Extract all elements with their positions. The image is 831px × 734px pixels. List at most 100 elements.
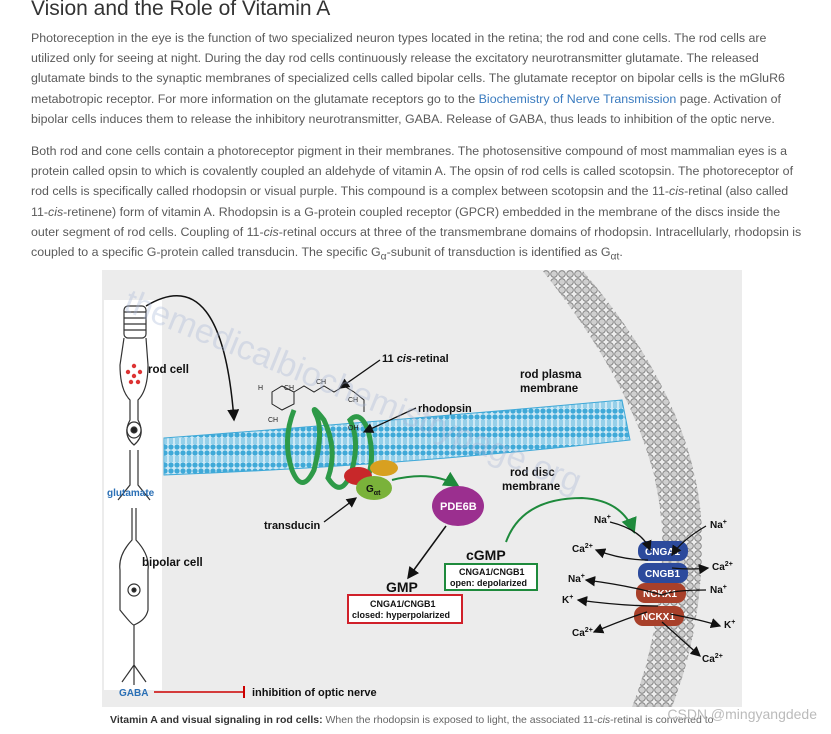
g-alpha-to-pde-arrow: [391, 471, 460, 488]
paragraph-2-text: -retinene) form of vitamin A. Rhodopsin …: [31, 204, 781, 239]
gmp-box-line1: CNGA1/CNGB1: [370, 599, 436, 609]
cis-retinal-label: 11 cis-retinal: [382, 353, 449, 365]
ion-text: Ca: [572, 544, 585, 555]
ion-na-right: Na+: [710, 519, 727, 531]
retinal-structure: [271, 385, 365, 412]
inhibition-label: inhibition of optic nerve: [252, 687, 377, 699]
gaba-label: GABA: [119, 688, 148, 699]
ion-text: K: [724, 620, 732, 631]
nckx1-channel-b: [634, 606, 684, 626]
ion-ca-left2: Ca2+: [572, 627, 593, 639]
pde6b-label: PDE6B: [440, 501, 477, 513]
paragraph-2-text: .: [619, 245, 623, 260]
ion-charge: +: [723, 519, 727, 526]
ion-ca-right2: Ca2+: [702, 653, 723, 665]
ion-charge: +: [731, 619, 735, 626]
page-title: Vision and the Role of Vitamin A: [31, 0, 331, 20]
ch3-label: CH: [268, 417, 278, 424]
figure-diagram: rod cell glutamate bipolar cell GABA inh…: [104, 270, 735, 707]
transducin-gamma: [370, 460, 398, 476]
ion-charge: +: [569, 594, 573, 601]
cngb1-label: CNGB1: [645, 569, 680, 580]
paragraph-2-text: -retinal occurs at three of the transmem…: [31, 224, 802, 260]
g-alpha-label: Gαt: [366, 484, 381, 497]
cgmp-box-line1: CNGA1/CNGB1: [459, 567, 525, 577]
ch3-label: CH: [348, 397, 358, 404]
pde-to-gmp-arrow: [407, 525, 447, 580]
ion-text: Na: [710, 520, 723, 531]
ion-text: Ca: [712, 562, 725, 573]
subscript-alpha: α: [380, 251, 387, 263]
gmp-box-line2: closed: hyperpolarized: [352, 610, 450, 620]
paragraph-1: Photoreception in the eye is the functio…: [31, 28, 807, 129]
ion-na-left2: Na+: [568, 573, 585, 585]
transducin-label: transducin: [264, 520, 321, 532]
gmp-label: GMP: [386, 579, 418, 595]
rhodopsin-label: rhodopsin: [418, 403, 472, 415]
vitamin-a-signaling-figure: rod cell glutamate bipolar cell GABA inh…: [102, 270, 742, 707]
ion-flow-arrows: [576, 521, 722, 657]
ion-ca-left: Ca2+: [572, 543, 593, 555]
ion-charge: +: [723, 584, 727, 591]
ion-charge: 2+: [725, 561, 733, 568]
nckx1-label-b: NCKX1: [641, 612, 675, 623]
ion-text: K: [562, 595, 570, 606]
cis-retinal-arrow: [338, 359, 381, 389]
rhodopsin-arrow: [362, 407, 417, 433]
cgmp-box: [444, 563, 538, 591]
csdn-watermark: CSDN @mingyangdede: [667, 706, 817, 722]
ion-text: Ca: [702, 654, 715, 665]
g-alpha-letter: G: [366, 484, 374, 495]
ion-charge: 2+: [585, 543, 593, 550]
transducin-arrow: [323, 497, 358, 523]
rod-disc-label-2: membrane: [502, 481, 560, 493]
gmp-box: [347, 594, 463, 624]
paragraph-1-text-a: Photoreception in the eye is the functio…: [31, 31, 785, 106]
cis-retinal-prefix: 11: [382, 353, 397, 365]
glutamate-label: glutamate: [107, 488, 155, 499]
ion-text: Na: [710, 585, 723, 596]
ion-na-right2: Na+: [710, 584, 727, 596]
nckx1-channel-a: [636, 583, 686, 603]
g-alpha-t: [356, 476, 392, 500]
ion-text: Ca: [572, 628, 585, 639]
ion-ca-right: Ca2+: [712, 561, 733, 573]
rod-to-disc-arrow: [145, 295, 240, 422]
ion-na-left: Na+: [594, 514, 611, 526]
nerve-transmission-link[interactable]: Biochemistry of Nerve Transmission: [478, 91, 677, 106]
cnga1-label: CNGA1: [645, 547, 680, 558]
paragraph-2: Both rod and cone cells contain a photor…: [31, 141, 807, 268]
rod-disc-label-1: rod disc: [510, 467, 555, 479]
caption-italic: cis: [597, 714, 611, 726]
rod-plasma-label-2: membrane: [520, 383, 578, 395]
g-alpha-sub: αt: [374, 490, 381, 497]
ion-charge: 2+: [715, 653, 723, 660]
ion-k-right: K+: [724, 619, 735, 631]
caption-text: -retinal is converted to: [610, 714, 714, 726]
cgmp-box-line2: open: depolarized: [450, 578, 527, 588]
ch3-label: CH: [284, 385, 294, 392]
rhodopsin-helices: [285, 407, 374, 490]
paragraph-2-text: Both rod and cone cells contain a photor…: [31, 144, 794, 199]
h3c-label: H: [258, 385, 263, 392]
cgmp-label: cGMP: [466, 547, 506, 563]
caption-text: When the rhodopsin is exposed to light, …: [322, 714, 598, 726]
paragraph-2-text: -subunit of transduction is identified a…: [386, 245, 611, 260]
oh-label: OH: [348, 425, 359, 432]
ion-charge: 2+: [585, 627, 593, 634]
cgmp-to-channel-arrow: [505, 496, 637, 543]
italic-cis: cis: [263, 224, 279, 239]
cis-retinal-italic: cis: [397, 353, 412, 365]
ion-text: Na: [568, 574, 581, 585]
bipolar-cell-label: bipolar cell: [142, 557, 203, 569]
italic-cis: cis: [48, 204, 64, 219]
italic-cis: cis: [669, 184, 685, 199]
pde6b-enzyme: [432, 486, 484, 526]
vesicles: [125, 363, 143, 385]
paragraph-1-text-b: page. Activation of bipolar cells induce…: [31, 91, 781, 126]
figure-caption: Vitamin A and visual signaling in rod ce…: [110, 714, 713, 726]
rod-cell-drawing: [117, 305, 151, 685]
ion-k-left: K+: [562, 594, 573, 606]
rod-plasma-label-1: rod plasma: [520, 369, 582, 381]
cis-retinal-suffix: -retinal: [412, 353, 449, 365]
